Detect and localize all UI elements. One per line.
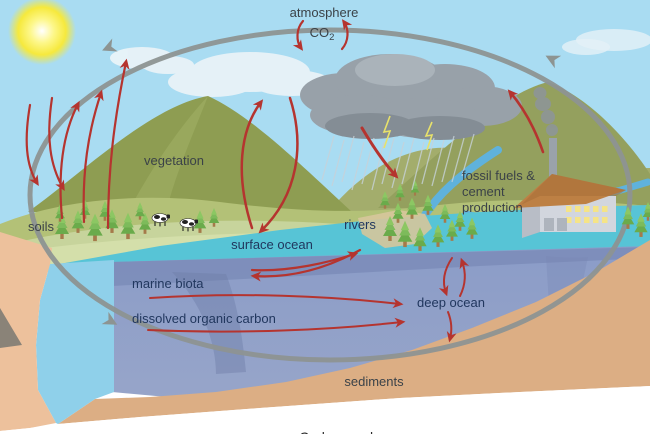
doc-deep-ocean-arrows — [147, 294, 406, 333]
label-fossil-fuels: fossil fuels & cement production — [462, 168, 535, 215]
label-rivers: rivers — [344, 217, 376, 232]
storm-cloud-icon — [300, 54, 522, 191]
smoke-icon — [533, 87, 558, 136]
label-soils: soils — [28, 219, 55, 234]
beach — [358, 210, 432, 248]
svg-text:production: production — [462, 200, 523, 215]
label-vegetation: vegetation — [144, 153, 204, 168]
rock-icon — [0, 308, 22, 348]
rain-icon — [321, 133, 475, 191]
carbon-cycle-loop-arrow — [27, 27, 633, 363]
label-marine-biota: marine biota — [132, 276, 204, 291]
diagram-labels: atmosphere CO2 vegetation soils surface … — [28, 5, 535, 434]
loop-arrowhead — [101, 38, 562, 325]
label-sediments: sediments — [344, 374, 404, 389]
label-co2: CO2 — [310, 25, 335, 43]
label-atmosphere: atmosphere — [290, 5, 359, 20]
svg-text:fossil fuels &: fossil fuels & — [462, 168, 535, 183]
ocean-front-face — [36, 260, 114, 424]
label-surface-ocean: surface ocean — [231, 237, 313, 252]
land-atmosphere-arrows — [25, 58, 130, 230]
ocean-atmosphere-arrows — [240, 96, 299, 234]
sediment-slope — [58, 240, 650, 424]
marine-biota-band — [112, 247, 650, 286]
svg-text:cement: cement — [462, 184, 505, 199]
factory-windows — [566, 206, 608, 223]
label-dissolved-organic-carbon: dissolved organic carbon — [132, 311, 276, 326]
surface-marine-arrows — [250, 248, 362, 282]
land-side-face — [0, 232, 56, 431]
caption-carbon-cycle: Carbon cycle — [299, 429, 381, 434]
lightning-icon — [382, 115, 434, 151]
deep-ocean-sediments-arrow — [446, 311, 457, 343]
rain-runoff-arrow — [360, 126, 399, 179]
cutaway-bottom — [0, 386, 650, 434]
label-deep-ocean: deep ocean — [417, 295, 485, 310]
deep-ocean-exchange-arrows — [438, 257, 470, 297]
factory-icon — [514, 87, 626, 238]
carbon-flux-arrows — [25, 19, 545, 343]
sun-icon — [8, 0, 76, 65]
fossil-fuel-emission-arrow — [507, 89, 545, 154]
co2-exchange-arrows — [292, 19, 353, 51]
